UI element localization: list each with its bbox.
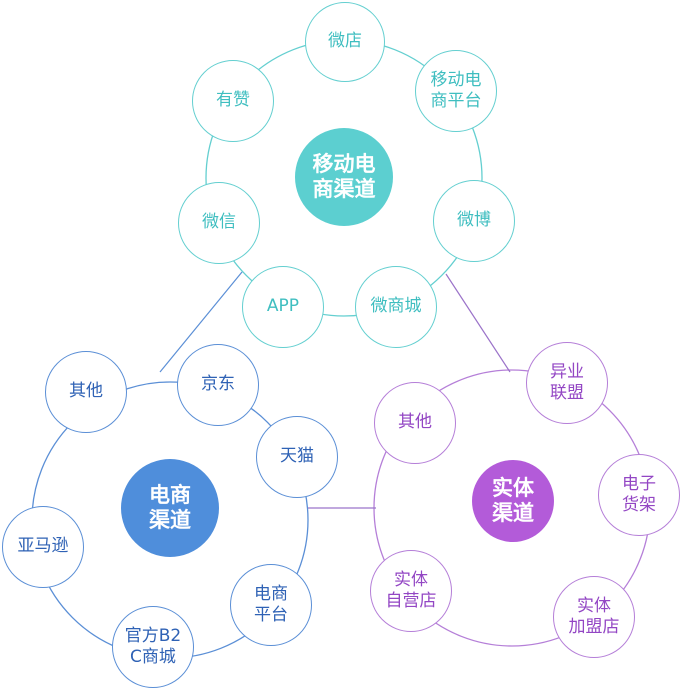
mobile-channel-hub: 移动电 商渠道 — [295, 128, 393, 226]
ecommerce-item-jd: 京东 — [177, 344, 259, 426]
physical-item-cross-industry-alliance: 异业 联盟 — [526, 342, 608, 424]
mobile-physical-link — [445, 273, 511, 373]
mobile-item-weibo: 微博 — [433, 180, 515, 262]
physical-item-self-operated-store: 实体 自营店 — [370, 550, 452, 632]
ecommerce-item-ecommerce-platform: 电商 平台 — [230, 564, 312, 646]
mobile-item-youzan: 有赞 — [192, 60, 274, 142]
ecommerce-item-amazon: 亚马逊 — [2, 506, 84, 588]
mobile-item-wechat-mall: 微商城 — [355, 266, 437, 348]
ecommerce-item-official-b2c: 官方B2 C商城 — [112, 606, 194, 688]
physical-item-franchise-store: 实体 加盟店 — [553, 576, 635, 658]
mobile-item-app: APP — [242, 266, 324, 348]
mobile-ecommerce-link — [159, 271, 243, 373]
ecommerce-item-other: 其他 — [45, 351, 127, 433]
mobile-item-wechat: 微信 — [178, 182, 260, 264]
physical-channel-hub: 实体 渠道 — [472, 460, 554, 542]
physical-item-other: 其他 — [374, 382, 456, 464]
ecommerce-channel-hub: 电商 渠道 — [121, 459, 219, 557]
ecommerce-item-tmall: 天猫 — [256, 416, 338, 498]
mobile-item-mobile-platform: 移动电 商平台 — [415, 50, 497, 132]
mobile-item-weidian: 微店 — [305, 2, 385, 82]
physical-item-electronic-shelf: 电子 货架 — [598, 454, 680, 536]
